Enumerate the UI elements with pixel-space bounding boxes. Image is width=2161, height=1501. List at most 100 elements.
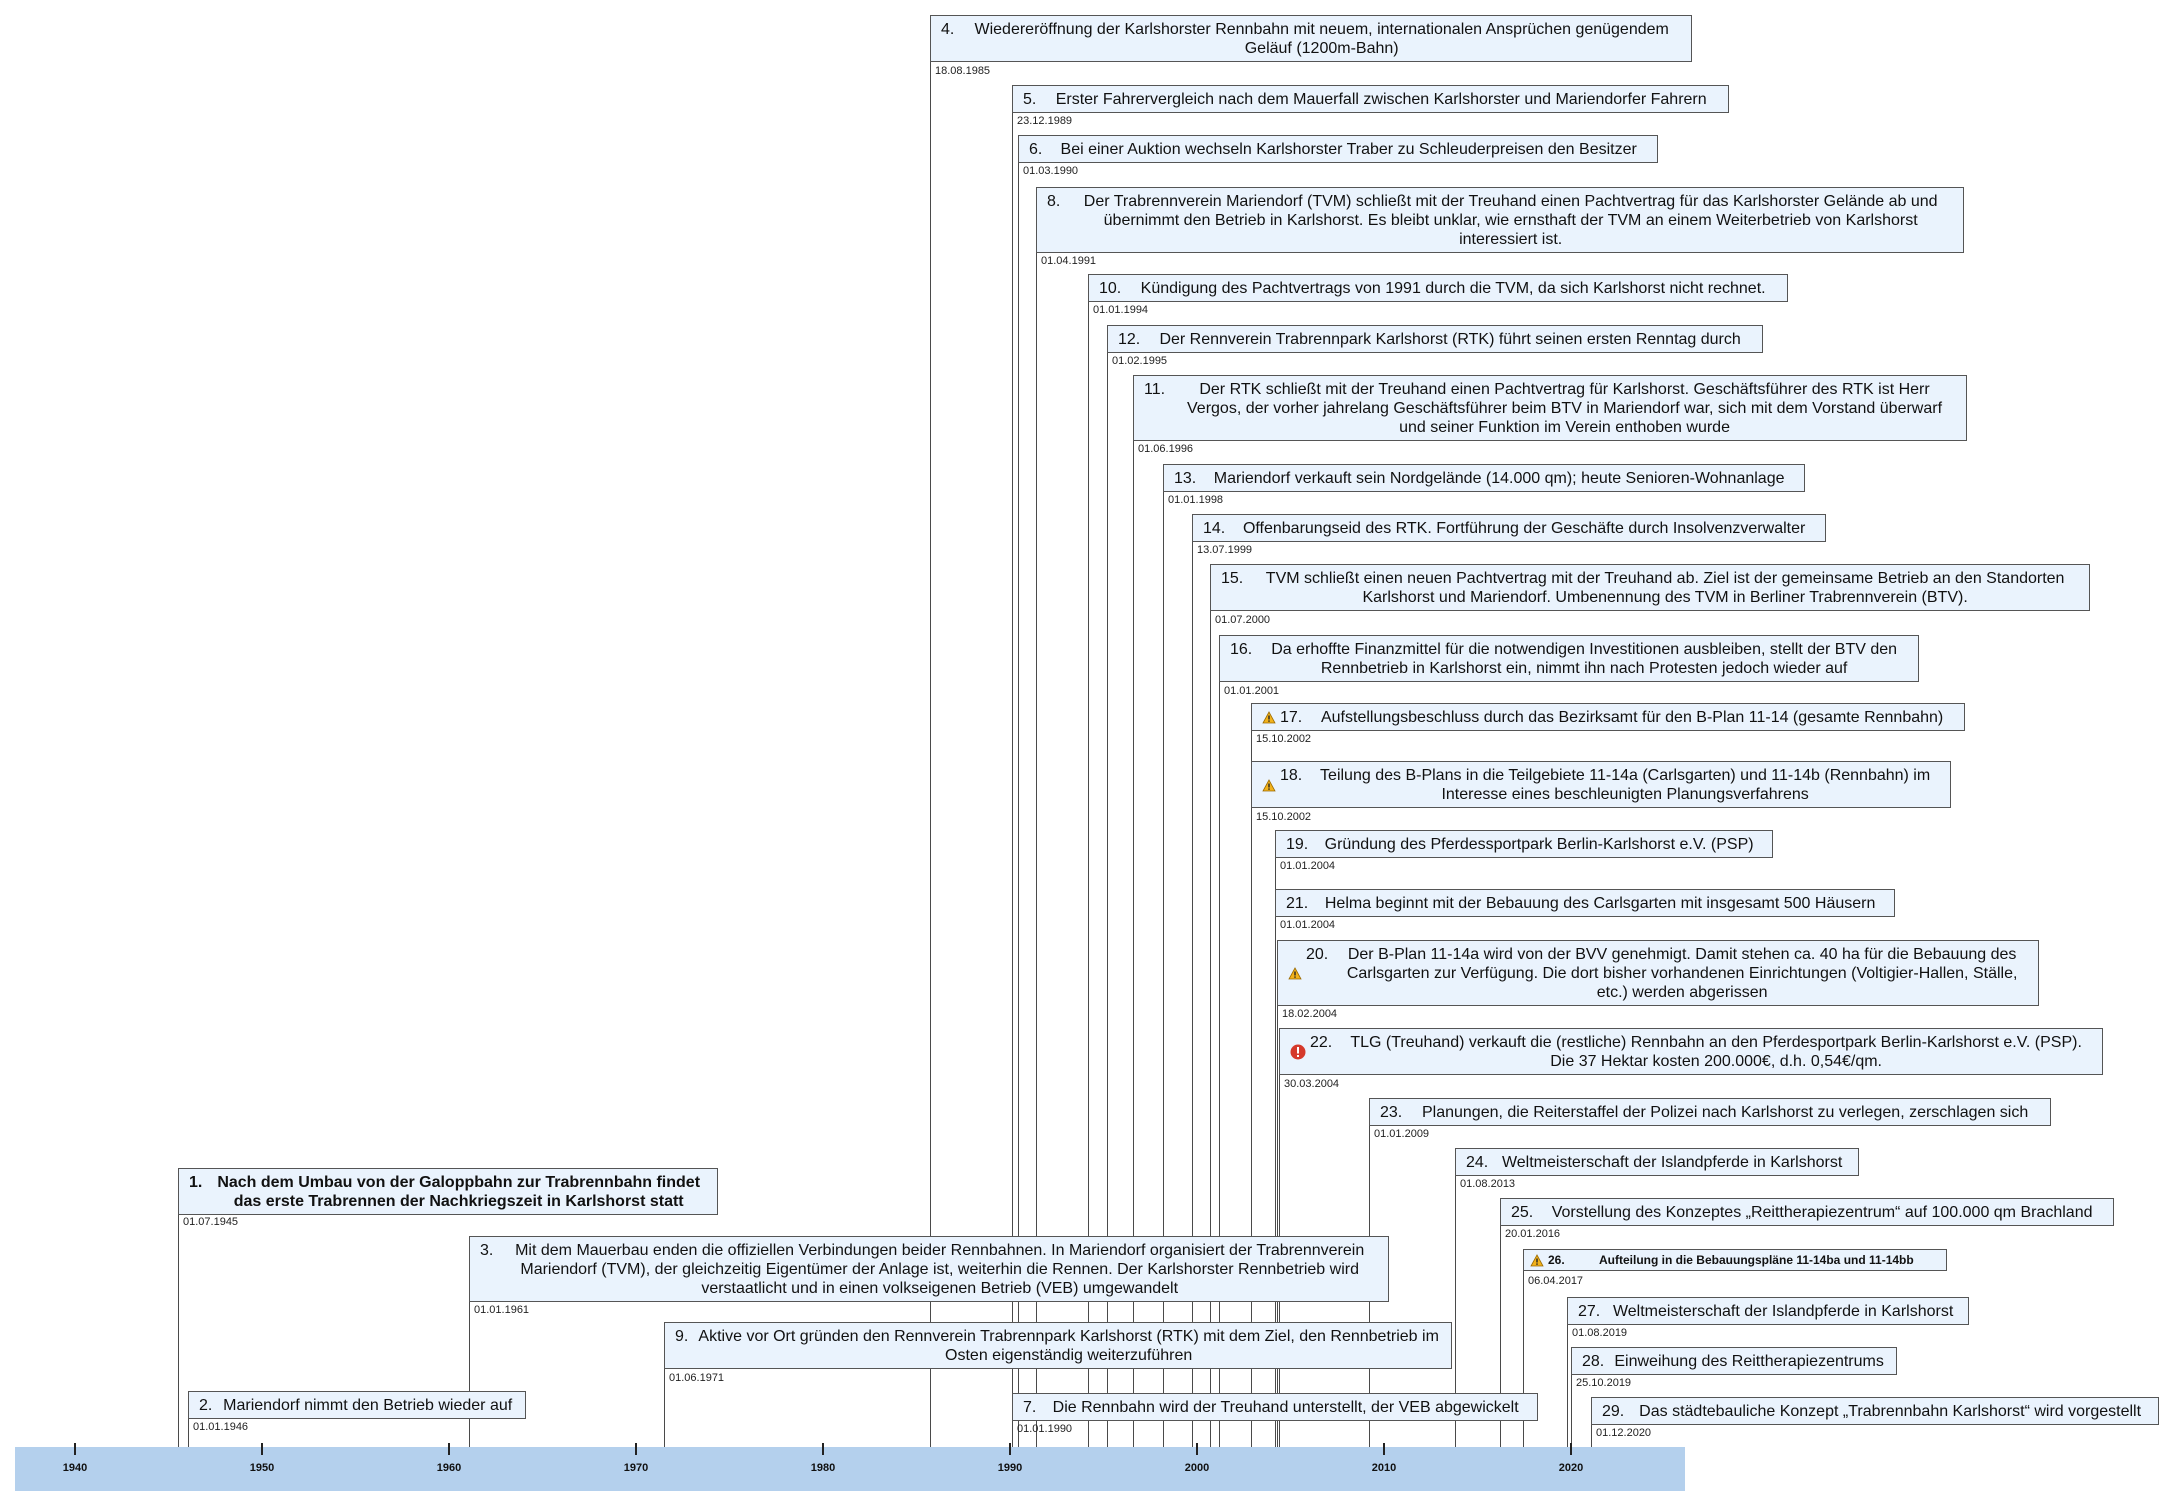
event-28-box[interactable]: 28. Einweihung des Reittherapiezentrums: [1571, 1347, 1897, 1375]
event-14-box[interactable]: 14.Offenbarungseid des RTK. Fortführung …: [1192, 514, 1826, 542]
event-3-box[interactable]: 3.Mit dem Mauerbau enden die offiziellen…: [469, 1236, 1389, 1302]
event-28-date: 25.10.2019: [1576, 1377, 1632, 1389]
event-1-date: 01.07.1945: [183, 1216, 239, 1228]
event-description: Einweihung des Reittherapiezentrums: [1614, 1353, 1884, 1370]
event-10-connector: [1088, 274, 1089, 1447]
event-23-box[interactable]: 23.Planungen, die Reiterstaffel der Poli…: [1369, 1098, 2051, 1126]
event-27-box[interactable]: 27. Weltmeisterschaft der Islandpferde in…: [1567, 1297, 1969, 1325]
event-description: Vorstellung des Konzeptes „Reittherapiez…: [1551, 1204, 2093, 1221]
event-4-date: 18.08.1985: [935, 65, 991, 77]
event-2-date: 01.01.1946: [193, 1421, 249, 1433]
event-description: Da erhoffte Finanzmittel für die notwend…: [1271, 641, 1898, 677]
event-description: Kündigung des Pachtvertrags von 1991 dur…: [1140, 280, 1766, 297]
event-number: 26.: [1548, 1253, 1565, 1267]
event-7-box[interactable]: 7. Die Rennbahn wird der Treuhand unterst…: [1012, 1393, 1538, 1421]
event-17-box[interactable]: 17. Aufstellungsbeschluss durch das Bezir…: [1251, 703, 1965, 731]
event-number: 20.: [1306, 946, 1329, 963]
event-number: 6.: [1029, 141, 1043, 158]
event-6-date: 01.03.1990: [1023, 165, 1079, 177]
event-description: Der RTK schließt mit der Treuhand einen …: [1187, 381, 1943, 436]
event-description: TVM schließt einen neuen Pachtvertrag mi…: [1265, 570, 2065, 606]
event-8-date: 01.04.1991: [1041, 255, 1097, 267]
event-24-box[interactable]: 24.Weltmeisterschaft der Islandpferde in…: [1455, 1148, 1859, 1176]
event-2-box[interactable]: 2.Mariendorf nimmt den Betrieb wieder au…: [188, 1391, 526, 1419]
axis-year-label: 1990: [997, 1462, 1023, 1474]
event-6-box[interactable]: 6.Bei einer Auktion wechseln Karlshorste…: [1018, 135, 1658, 163]
event-12-box[interactable]: 12.Der Rennverein Trabrennpark Karlshors…: [1107, 325, 1763, 353]
event-number: 16.: [1230, 641, 1253, 658]
axis-tick: [448, 1443, 450, 1455]
event-number: 4.: [941, 21, 955, 38]
event-number: 15.: [1221, 570, 1244, 587]
event-15-box[interactable]: 15. TVM schließt einen neuen Pachtvertrag…: [1210, 564, 2090, 611]
event-25-connector: [1500, 1198, 1501, 1447]
event-22-date: 30.03.2004: [1284, 1078, 1340, 1090]
event-25-box[interactable]: 25.Vorstellung des Konzeptes „Reittherap…: [1500, 1198, 2114, 1226]
axis-tick: [1383, 1443, 1385, 1455]
event-description: Mariendorf verkauft sein Nordgelände (14…: [1213, 470, 1785, 487]
event-9-box[interactable]: 9.Aktive vor Ort gründen den Rennverein …: [664, 1322, 1452, 1369]
event-description: Der Trabrennverein Mariendorf (TVM) schl…: [1083, 193, 1938, 248]
event-20-connector: [1277, 940, 1278, 1447]
event-number: 3.: [480, 1242, 494, 1259]
event-19-box[interactable]: 19.Gründung des Pferdessportpark Berlin-…: [1275, 830, 1773, 858]
event-25-date: 20.01.2016: [1505, 1228, 1561, 1240]
event-10-box[interactable]: 10. Kündigung des Pachtvertrags von 1991 …: [1088, 274, 1788, 302]
axis-year-label: 1970: [623, 1462, 649, 1474]
event-description: Aufteilung in die Bebauungspläne 11-14ba…: [1598, 1253, 1914, 1267]
event-10-date: 01.01.1994: [1093, 304, 1149, 316]
event-15-date: 01.07.2000: [1215, 614, 1271, 626]
event-number: 22.: [1310, 1034, 1333, 1051]
event-26-box[interactable]: 26. Aufteilung in die Bebauungspläne 11-1…: [1523, 1249, 1947, 1271]
event-20-box[interactable]: 20.Der B-Plan 11-14a wird von der BVV ge…: [1277, 940, 2039, 1006]
axis-tick: [635, 1443, 637, 1455]
event-description: TLG (Treuhand) verkauft die (restliche) …: [1350, 1034, 2082, 1070]
event-description: Das städtebauliche Konzept „Trabrennbahn…: [1639, 1403, 2142, 1420]
event-21-date: 01.01.2004: [1280, 919, 1336, 931]
event-3-date: 01.01.1961: [474, 1304, 530, 1316]
event-5-box[interactable]: 5.Erster Fahrervergleich nach dem Mauerf…: [1012, 85, 1729, 113]
axis-year-label: 2010: [1371, 1462, 1397, 1474]
event-29-box[interactable]: 29.Das städtebauliche Konzept „Trabrennb…: [1591, 1397, 2159, 1425]
event-18-box[interactable]: 18.Teilung des B-Plans in die Teilgebiet…: [1251, 761, 1951, 808]
event-20-date: 18.02.2004: [1282, 1008, 1338, 1020]
event-number: 28.: [1582, 1353, 1605, 1370]
event-description: Gründung des Pferdessportpark Berlin-Kar…: [1324, 836, 1754, 853]
event-19-date: 01.01.2004: [1280, 860, 1336, 872]
axis-year-label: 2020: [1558, 1462, 1584, 1474]
event-description: Aufstellungsbeschluss durch das Bezirksa…: [1320, 709, 1944, 726]
event-description: Erster Fahrervergleich nach dem Mauerfal…: [1055, 91, 1707, 108]
event-number: 1.: [189, 1174, 203, 1191]
axis-year-label: 2000: [1184, 1462, 1210, 1474]
event-description: Die Rennbahn wird der Treuhand unterstel…: [1052, 1399, 1519, 1416]
event-description: Mariendorf nimmt den Betrieb wieder auf: [223, 1397, 513, 1414]
event-4-box[interactable]: 4.Wiedereröffnung der Karlshorster Rennb…: [930, 15, 1692, 62]
event-number: 27.: [1578, 1303, 1601, 1320]
event-description: Planungen, die Reiterstaffel der Polizei…: [1421, 1104, 2029, 1121]
axis-tick: [74, 1443, 76, 1455]
event-16-box[interactable]: 16. Da erhoffte Finanzmittel für die notw…: [1219, 635, 1919, 682]
axis-year-label: 1940: [62, 1462, 88, 1474]
event-number: 17.: [1280, 709, 1303, 726]
event-13-date: 01.01.1998: [1168, 494, 1224, 506]
event-13-box[interactable]: 13.Mariendorf verkauft sein Nordgelände …: [1163, 464, 1805, 492]
event-number: 24.: [1466, 1154, 1489, 1171]
event-9-connector: [664, 1322, 665, 1447]
event-description: Weltmeisterschaft der Islandpferde in Ka…: [1612, 1303, 1954, 1320]
event-15-connector: [1210, 564, 1211, 1447]
event-2-connector: [188, 1391, 189, 1447]
event-11-box[interactable]: 11.Der RTK schließt mit der Treuhand ein…: [1133, 375, 1967, 441]
axis-year-label: 1980: [810, 1462, 836, 1474]
event-number: 9.: [675, 1328, 689, 1345]
event-number: 10.: [1099, 280, 1122, 297]
event-1-box[interactable]: 1. Nach dem Umbau von der Galoppbahn zur …: [178, 1168, 718, 1215]
event-number: 7.: [1023, 1399, 1037, 1416]
event-24-date: 01.08.2013: [1460, 1178, 1516, 1190]
event-8-box[interactable]: 8.Der Trabrennverein Mariendorf (TVM) sc…: [1036, 187, 1964, 253]
event-11-date: 01.06.1996: [1138, 443, 1194, 455]
event-description: Offenbarungseid des RTK. Fortführung der…: [1242, 520, 1806, 537]
event-description: Nach dem Umbau von der Galoppbahn zur Tr…: [217, 1174, 701, 1210]
event-21-box[interactable]: 21.Helma beginnt mit der Bebauung des Ca…: [1275, 889, 1895, 917]
event-22-box[interactable]: 22. TLG (Treuhand) verkauft die (restlich…: [1279, 1028, 2103, 1075]
